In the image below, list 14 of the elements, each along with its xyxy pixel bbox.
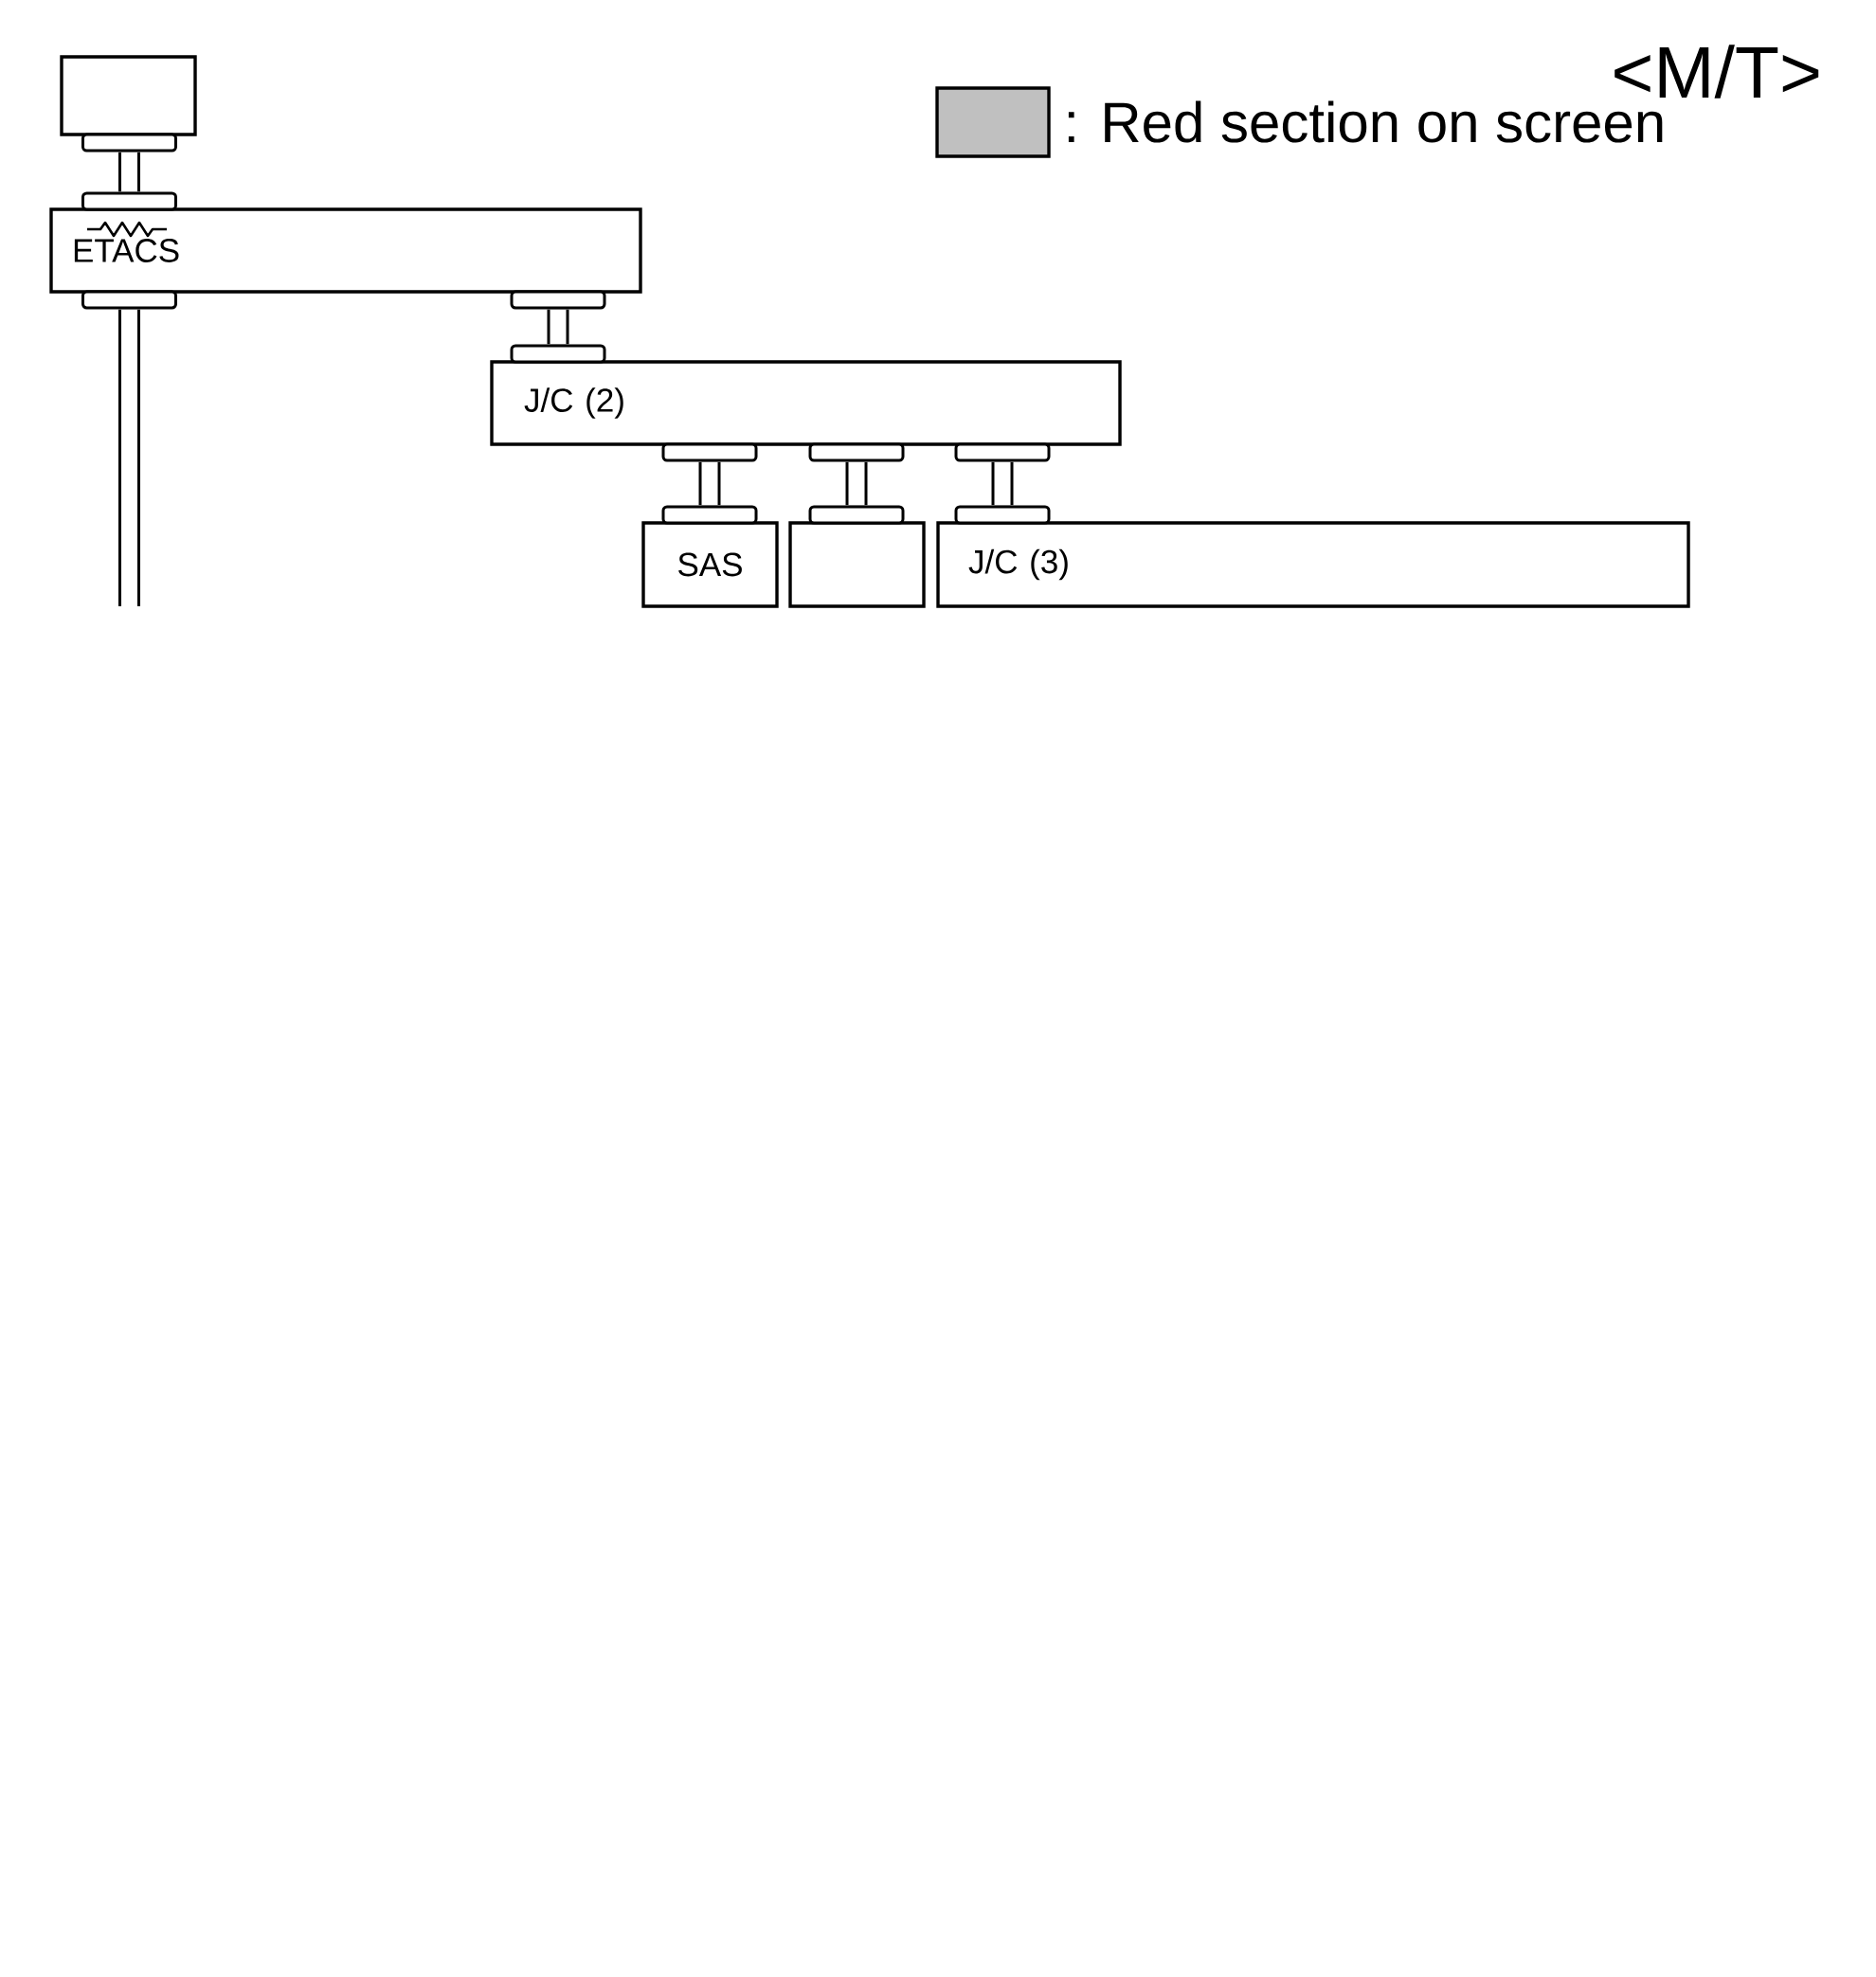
connector-line xyxy=(81,133,177,211)
connector-line xyxy=(661,442,758,525)
component-box: ETACS xyxy=(49,207,642,294)
connector-line xyxy=(81,290,177,606)
legend-text: : Red section on screen xyxy=(1068,100,1663,143)
connector-line xyxy=(954,442,1051,525)
component-box: J/C (3) xyxy=(936,521,1690,608)
connector-line xyxy=(510,290,606,364)
component-box xyxy=(60,55,197,136)
component-box: J/C (2) xyxy=(490,360,1122,446)
component-box xyxy=(788,521,926,608)
connector-line xyxy=(808,442,905,525)
variant-label: <M/T> xyxy=(1614,45,1819,99)
component-box: SAS xyxy=(641,521,779,608)
